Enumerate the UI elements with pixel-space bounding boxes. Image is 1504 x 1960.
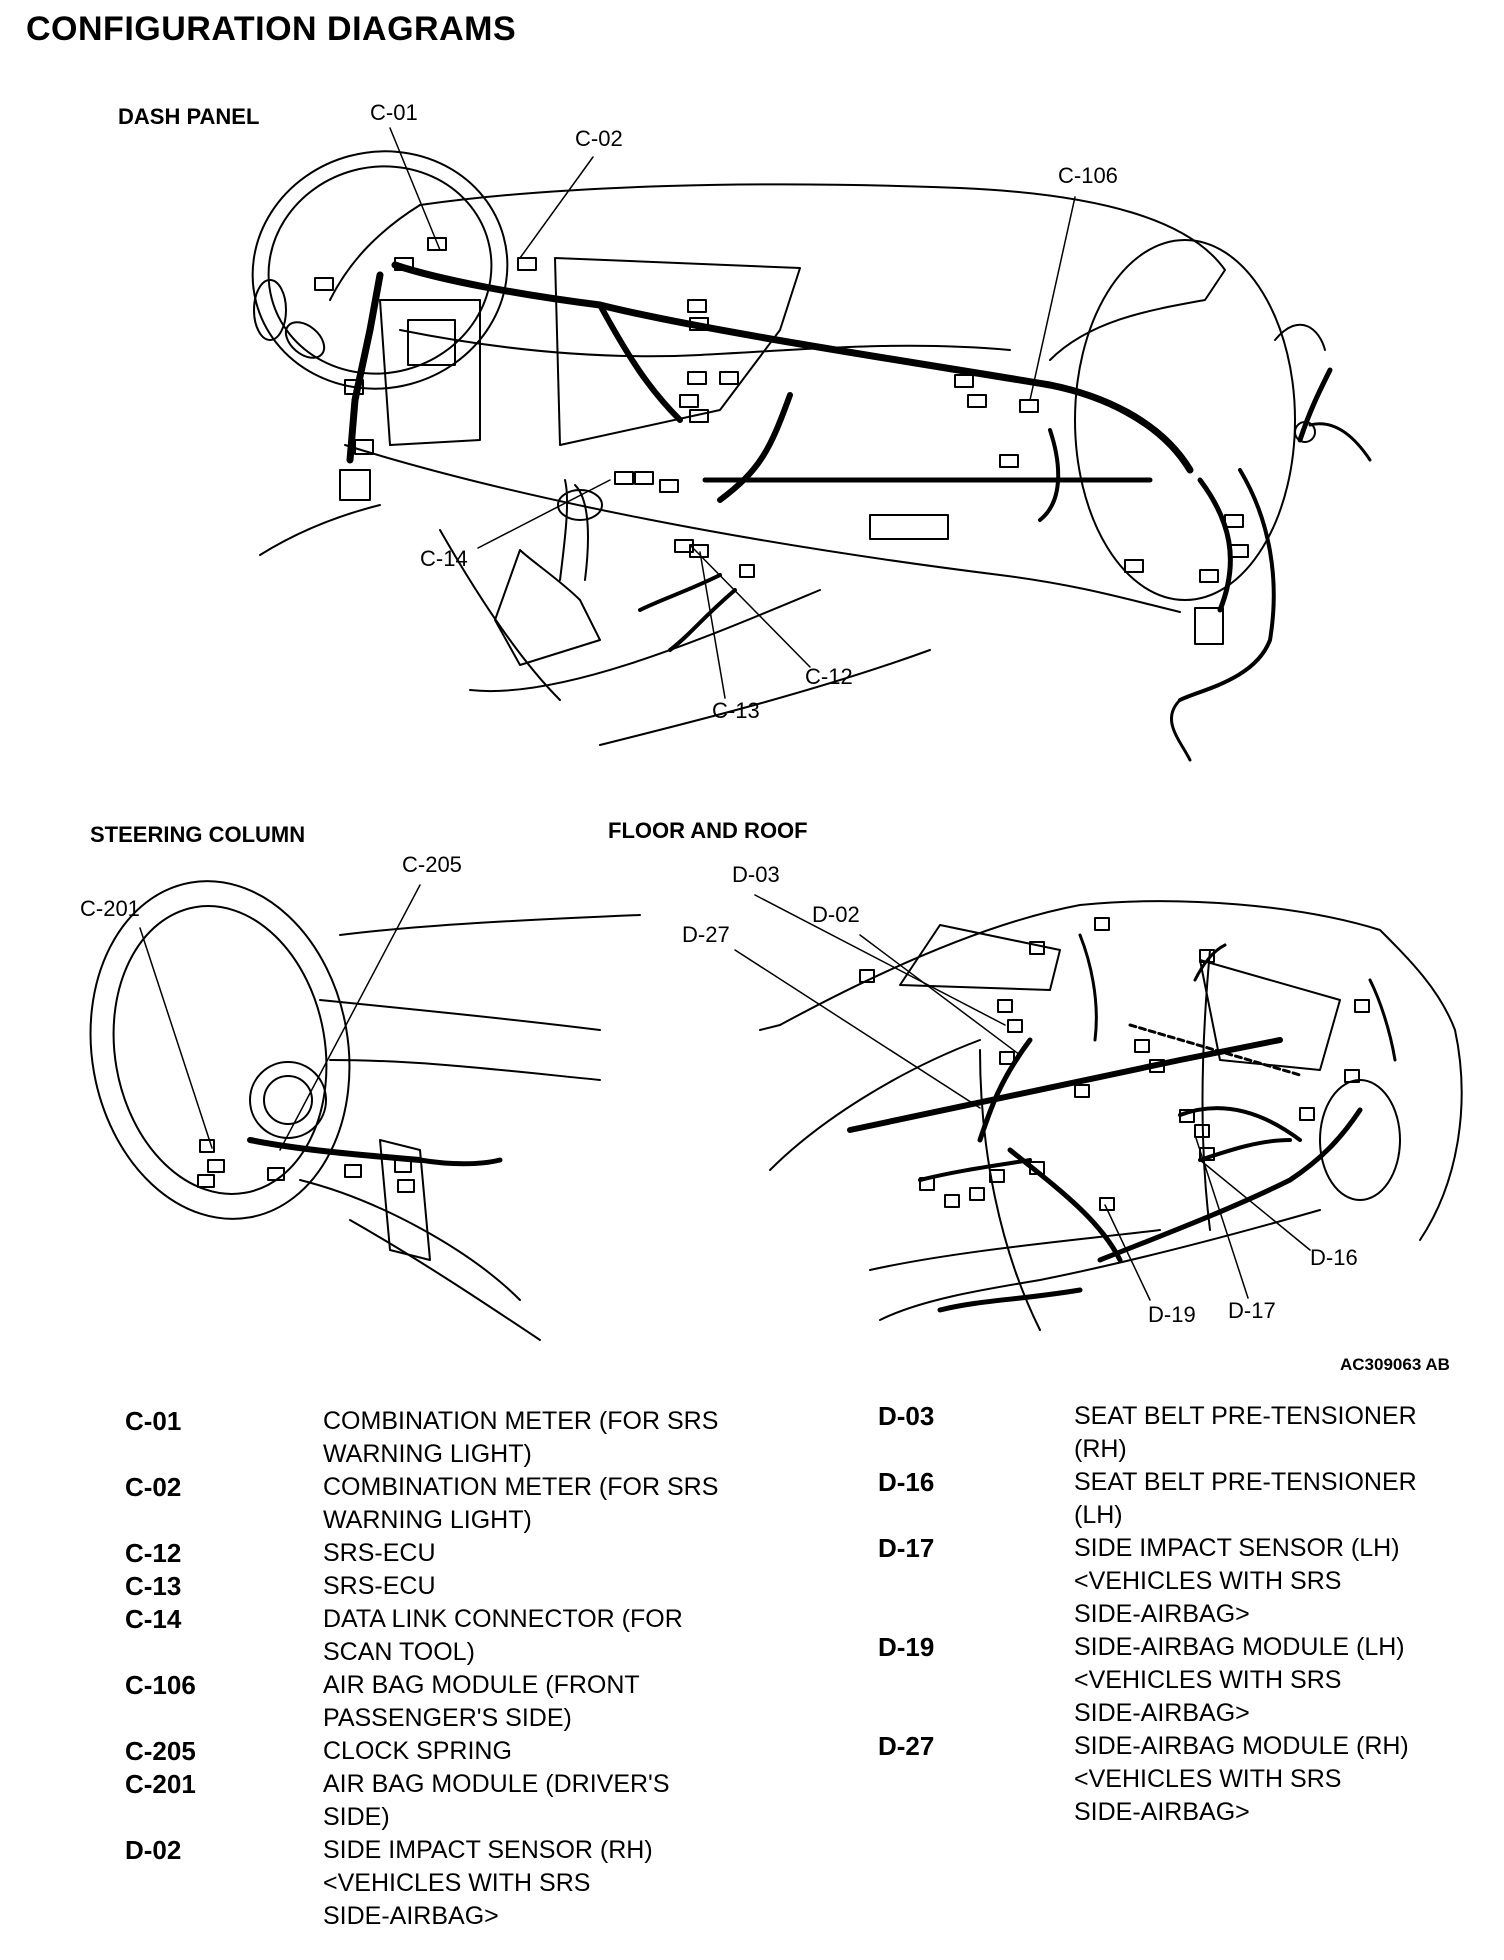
legend-code: C-205 (125, 1736, 196, 1766)
legend-description: SRS-ECU (323, 1537, 793, 1570)
legend-description-line: SIDE IMPACT SENSOR (RH) (323, 1836, 653, 1864)
legend-description: AIR BAG MODULE (FRONT PASSENGER'S SIDE) (323, 1669, 793, 1735)
legend-row: D-27 SIDE-AIRBAG MODULE (RH) <VEHICLES WIT… (878, 1730, 1494, 1829)
callout-d-17: D-17 (1228, 1298, 1276, 1323)
legend-description: AIR BAG MODULE (DRIVER'S SIDE) (323, 1768, 793, 1834)
legend-description: COMBINATION METER (FOR SRS WARNING LIGHT) (323, 1405, 793, 1471)
legend-description-line: SEAT BELT PRE-TENSIONER (1074, 1468, 1417, 1496)
legend-description-line: SIDE) (323, 1803, 390, 1831)
legend-description: SRS-ECU (323, 1570, 793, 1603)
legend-row: D-16 SEAT BELT PRE-TENSIONER (LH) (878, 1466, 1494, 1532)
callout-d-16: D-16 (1310, 1245, 1358, 1270)
legend-code: C-13 (125, 1571, 182, 1601)
legend-description: SEAT BELT PRE-TENSIONER (LH) (1074, 1466, 1494, 1532)
dash-panel-drawing (251, 150, 1372, 762)
legend-description: SIDE IMPACT SENSOR (RH) <VEHICLES WITH SR… (323, 1834, 793, 1933)
legend-row: D-19 SIDE-AIRBAG MODULE (LH) <VEHICLES WIT… (878, 1631, 1494, 1730)
figure-code: AC309063 AB (1340, 1355, 1450, 1374)
legend-code: D-03 (878, 1401, 935, 1431)
page-title: CONFIGURATION DIAGRAMS (26, 10, 517, 48)
callout-d-03: D-03 (732, 862, 780, 887)
legend-row: D-02 SIDE IMPACT SENSOR (RH) <VEHICLES WIT… (125, 1834, 793, 1933)
legend-description-line: CLOCK SPRING (323, 1737, 512, 1765)
legend-description-line: COMBINATION METER (FOR SRS (323, 1473, 719, 1501)
steering-column-drawing (89, 880, 641, 1341)
legend-description-line: (RH) (1074, 1435, 1127, 1463)
legend-description: SEAT BELT PRE-TENSIONER (RH) (1074, 1400, 1494, 1466)
callout-c-201: C-201 (80, 896, 140, 921)
legend-code: D-17 (878, 1533, 935, 1563)
legend-description-line: SRS-ECU (323, 1572, 436, 1600)
legend-row: C-14 DATA LINK CONNECTOR (FOR SCAN TOOL) (125, 1603, 793, 1669)
legend-description-line: WARNING LIGHT) (323, 1440, 532, 1468)
legend-code: D-19 (878, 1632, 935, 1662)
legend-description-line: SCAN TOOL) (323, 1638, 475, 1666)
legend-description-line: <VEHICLES WITH SRS (1074, 1765, 1342, 1793)
legend-description-line: COMBINATION METER (FOR SRS (323, 1407, 719, 1435)
legend-description-line: SIDE-AIRBAG MODULE (RH) (1074, 1732, 1409, 1760)
legend-row: C-01 COMBINATION METER (FOR SRS WARNING LI… (125, 1405, 793, 1471)
legend-description-line: SIDE-AIRBAG> (1074, 1699, 1250, 1727)
legend-row: C-12 SRS-ECU (125, 1537, 793, 1570)
legend-code: D-16 (878, 1467, 935, 1497)
legend-code: D-27 (878, 1731, 935, 1761)
legend-description-line: SIDE-AIRBAG MODULE (LH) (1074, 1633, 1405, 1661)
callout-c-12: C-12 (805, 664, 853, 689)
legend-description: SIDE-AIRBAG MODULE (RH) <VEHICLES WITH SR… (1074, 1730, 1494, 1829)
legend-description-line: SIDE IMPACT SENSOR (LH) (1074, 1534, 1400, 1562)
legend-description: CLOCK SPRING (323, 1735, 793, 1768)
legend-row: C-13 SRS-ECU (125, 1570, 793, 1603)
legend-code: C-02 (125, 1472, 182, 1502)
callout-c-14: C-14 (420, 546, 468, 571)
legend-description-line: SIDE-AIRBAG> (1074, 1600, 1250, 1628)
legend-description-line: AIR BAG MODULE (DRIVER'S (323, 1770, 670, 1798)
legend-description-line: AIR BAG MODULE (FRONT (323, 1671, 640, 1699)
section-title-dash-panel: DASH PANEL (118, 104, 260, 129)
legend-description-line: SRS-ECU (323, 1539, 436, 1567)
legend-description-line: DATA LINK CONNECTOR (FOR (323, 1605, 683, 1633)
legend-row: C-106 AIR BAG MODULE (FRONT PASSENGER'S SI… (125, 1669, 793, 1735)
legend-description-line: SEAT BELT PRE-TENSIONER (1074, 1402, 1417, 1430)
legend-description: COMBINATION METER (FOR SRS WARNING LIGHT) (323, 1471, 793, 1537)
callout-c-02: C-02 (575, 126, 623, 151)
callout-d-27: D-27 (682, 922, 730, 947)
legend-description-line: SIDE-AIRBAG> (1074, 1798, 1250, 1826)
legend-description-line: WARNING LIGHT) (323, 1506, 532, 1534)
legend-row: D-17 SIDE IMPACT SENSOR (LH) <VEHICLES WIT… (878, 1532, 1494, 1631)
legend-description-line: <VEHICLES WITH SRS (1074, 1666, 1342, 1694)
legend-row: C-201 AIR BAG MODULE (DRIVER'S SIDE) (125, 1768, 793, 1834)
legend-description-line: SIDE-AIRBAG> (323, 1902, 499, 1930)
legend-code: C-01 (125, 1406, 182, 1436)
legend-description: SIDE IMPACT SENSOR (LH) <VEHICLES WITH SR… (1074, 1532, 1494, 1631)
legend-code: C-106 (125, 1670, 196, 1700)
legend-description-line: PASSENGER'S SIDE) (323, 1704, 572, 1732)
legend-description-line: (LH) (1074, 1501, 1123, 1529)
legend-description: DATA LINK CONNECTOR (FOR SCAN TOOL) (323, 1603, 793, 1669)
callout-c-13: C-13 (712, 698, 760, 723)
legend-code: C-14 (125, 1604, 182, 1634)
legend-description-line: <VEHICLES WITH SRS (1074, 1567, 1342, 1595)
legend-code: C-12 (125, 1538, 182, 1568)
section-title-floor-and-roof: FLOOR AND ROOF (608, 818, 808, 843)
callout-c-205: C-205 (402, 852, 462, 877)
callout-c-01: C-01 (370, 100, 418, 125)
callout-c-106: C-106 (1058, 163, 1118, 188)
callout-d-19: D-19 (1148, 1302, 1196, 1327)
legend-code: C-201 (125, 1769, 196, 1799)
legend-row: C-02 COMBINATION METER (FOR SRS WARNING LI… (125, 1471, 793, 1537)
legend-row: C-205 CLOCK SPRING (125, 1735, 793, 1768)
floor-and-roof-drawing (759, 900, 1463, 1331)
legend-row: D-03 SEAT BELT PRE-TENSIONER (RH) (878, 1400, 1494, 1466)
legend-description-line: <VEHICLES WITH SRS (323, 1869, 591, 1897)
section-title-steering-column: STEERING COLUMN (90, 822, 306, 847)
legend-code: D-02 (125, 1835, 182, 1865)
callout-d-02: D-02 (812, 902, 860, 927)
legend-description: SIDE-AIRBAG MODULE (LH) <VEHICLES WITH SR… (1074, 1631, 1494, 1730)
